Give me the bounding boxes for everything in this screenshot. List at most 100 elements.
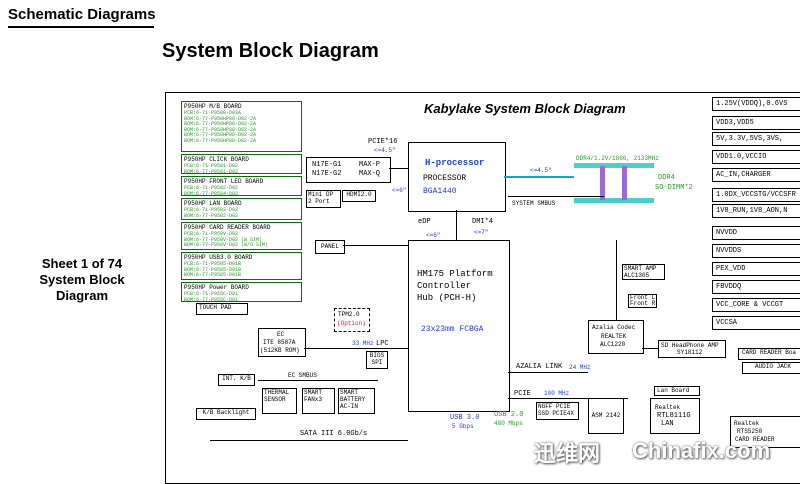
- bios-block: BIOS SPI: [366, 351, 388, 369]
- ec-smbus-line: [258, 380, 378, 381]
- watermark-en: Chinafix.com: [632, 438, 771, 463]
- azalia-speed: 24 MHz: [569, 364, 591, 371]
- lan-chip: RTL8111G: [657, 412, 691, 420]
- fan-block: SMART FANx3: [302, 388, 335, 414]
- ddr-spec: DDR4/1.2V/1866, 2133MHz: [576, 155, 659, 162]
- pcie-line: [508, 398, 628, 399]
- ddr-length: <=4.5": [530, 167, 552, 174]
- lan-label: LAN: [661, 420, 674, 428]
- gpu-left-2: N17E-G2: [312, 170, 342, 178]
- codec-name: Azalia Codec: [592, 324, 636, 331]
- pch-line2: Controller: [417, 281, 472, 291]
- pcie-rate: 100 MHz: [544, 390, 570, 397]
- sata-line: [210, 440, 408, 441]
- azalia-codec-block: Azalia Codec REALTEK ALC1220: [588, 320, 644, 354]
- cpu-line2: PROCESSOR: [423, 174, 467, 183]
- cpu-block: H-processor PROCESSOR BGA1440: [408, 142, 506, 212]
- power-rail: 1.0DX_VCCSTG/VCCSFR: [712, 188, 800, 202]
- board-part-number: PCB:6-71-P950V-D02: [184, 231, 239, 237]
- battery-block: SMART BATTERY AC-IN: [338, 388, 375, 414]
- panel-block: PANEL: [315, 240, 345, 254]
- mini-dp-block: Mini DP 2 Port: [306, 190, 341, 208]
- kb-backlight-block: K/B Backlight: [196, 408, 256, 420]
- hdmi-length: <=6": [392, 187, 407, 194]
- asm-block: ASM 2142: [588, 398, 624, 434]
- board-part-number: PCB:6-71-P9505-D01B: [184, 261, 242, 267]
- ec-name: EC: [277, 331, 285, 338]
- ddr-slot: SO-DIMM*2: [655, 184, 693, 192]
- sheet-title-1: System Block: [39, 272, 125, 287]
- bios-spi: SPI: [371, 359, 383, 366]
- gpu-right-1: MAX-P: [359, 161, 381, 169]
- board-part-number: BOM:6-77-P9504-D02: [184, 190, 239, 196]
- power-rail: NVVDDS: [712, 244, 800, 258]
- board-part-number: BOM:6-77-P950HP00-D02-2A: [184, 115, 257, 122]
- ec-rom: (512KB ROM): [260, 347, 300, 354]
- usb2-label: USB 2.0: [494, 411, 524, 419]
- board-part-number: PCB:6-71-P9502-D02: [184, 185, 239, 191]
- cpu-pch-link: [456, 210, 457, 240]
- board-part-number: BOM:6-77-P9505-D01B: [184, 272, 242, 278]
- hp-amp-name: SD HeadPhone AMP: [661, 342, 719, 349]
- usb3-rate: 5 Gbps: [452, 423, 474, 430]
- board-part-number: BOM:6-77-P950V-D02 (W SIM): [184, 236, 263, 243]
- hp-amp-link: [642, 348, 658, 349]
- sata-label: SATA III 6.0Gb/s: [300, 430, 368, 438]
- section-underline: [8, 26, 154, 28]
- board-part-number: BOM:6-77-P9501-D02: [184, 168, 239, 174]
- gpu-cpu-link: [389, 168, 408, 169]
- board-name: P950HP M/B BOARD: [184, 103, 242, 110]
- board-part-number: BOM:6-77-P955C-D01: [184, 296, 239, 302]
- lan-block: Realtek RTL8111G LAN: [650, 398, 700, 434]
- int-kb-block: INT. K/B: [218, 374, 255, 386]
- pcie-label: PCIE: [514, 390, 531, 398]
- hp-amp-block: SD HeadPhone AMP SY18112: [658, 340, 726, 358]
- ddr-name: DDR4: [658, 174, 675, 182]
- pcie16-speed: <=4.5": [374, 147, 396, 154]
- lan-board-label: Lan Board: [654, 386, 700, 396]
- card-reader-board: CARD READER Boa: [738, 348, 800, 360]
- board-part-number: BOM:6-77-P950HP00-D02-2A: [184, 137, 257, 144]
- board-part-number: PCB:6-71-P955C-D01: [184, 291, 239, 297]
- ngff-block: NGFF PCIE SSD PCIE4X: [536, 402, 579, 420]
- cpu-package: BGA1440: [423, 187, 457, 196]
- ddr-bus-2: [574, 198, 654, 203]
- power-rail: 1.25V(VDDQ),0.6VS: [712, 97, 800, 111]
- pch-block: HM175 Platform Controller Hub (PCH-H) 23…: [408, 240, 510, 412]
- board-part-number: BOM:6-77-P950V-D02 (W/O SIM): [184, 242, 269, 248]
- board-part-number: BOM:6-77-P950HP00-D02-2A: [184, 121, 257, 127]
- ec-block: EC ITE 8587A (512KB ROM): [258, 328, 306, 357]
- power-rail: VDD1.0,VCCIO: [712, 150, 800, 164]
- sheet-title-2: Diagram: [55, 288, 109, 303]
- azalia-line: [508, 372, 588, 373]
- board-name: P950HP CLICK BOARD: [184, 156, 249, 163]
- board-part-number: BOM:6-77-P9502-D02: [184, 212, 239, 219]
- dmi-label: DMI*4: [472, 218, 494, 226]
- gpu-block: N17E-G1 N17E-G2 MAX-P MAX-Q: [306, 157, 391, 183]
- board-part-number: BOM:6-77-P950HP00-D02-2A: [184, 126, 257, 133]
- ddr-bus-v1: [600, 166, 605, 200]
- gpu-right-2: MAX-Q: [359, 170, 381, 178]
- tpm-option: (Option): [337, 320, 366, 327]
- ec-chip: ITE 8587A: [263, 339, 296, 346]
- power-rail: VCC_CORE & VCCGT: [712, 298, 800, 312]
- board-name: P950HP USB3.0 BOARD: [184, 254, 253, 261]
- ddr-bus-1: [574, 163, 654, 168]
- system-smbus-label: SYSTEM SMBUS: [512, 200, 556, 207]
- tpm-name: TPM2.0: [338, 311, 360, 318]
- board-part-number: BOM:6-77-P950HP00-D02-2A: [184, 132, 257, 138]
- lan-vendor: Realtek: [655, 404, 681, 411]
- board-name: P950HP CARD READER BOARD: [184, 224, 271, 231]
- sheet-number: Sheet 1 of 74: [41, 256, 123, 271]
- board-part-number: PCB:6-71-P9500-D03A: [184, 110, 242, 116]
- sheet-caption: Sheet 1 of 74 System Block Diagram: [22, 256, 142, 304]
- codec-vendor: REALTEK: [601, 333, 627, 340]
- panel-link: [343, 245, 408, 246]
- smart-amp-block: SMART AMP ALC1305: [622, 264, 665, 280]
- page-title: System Block Diagram: [162, 40, 379, 62]
